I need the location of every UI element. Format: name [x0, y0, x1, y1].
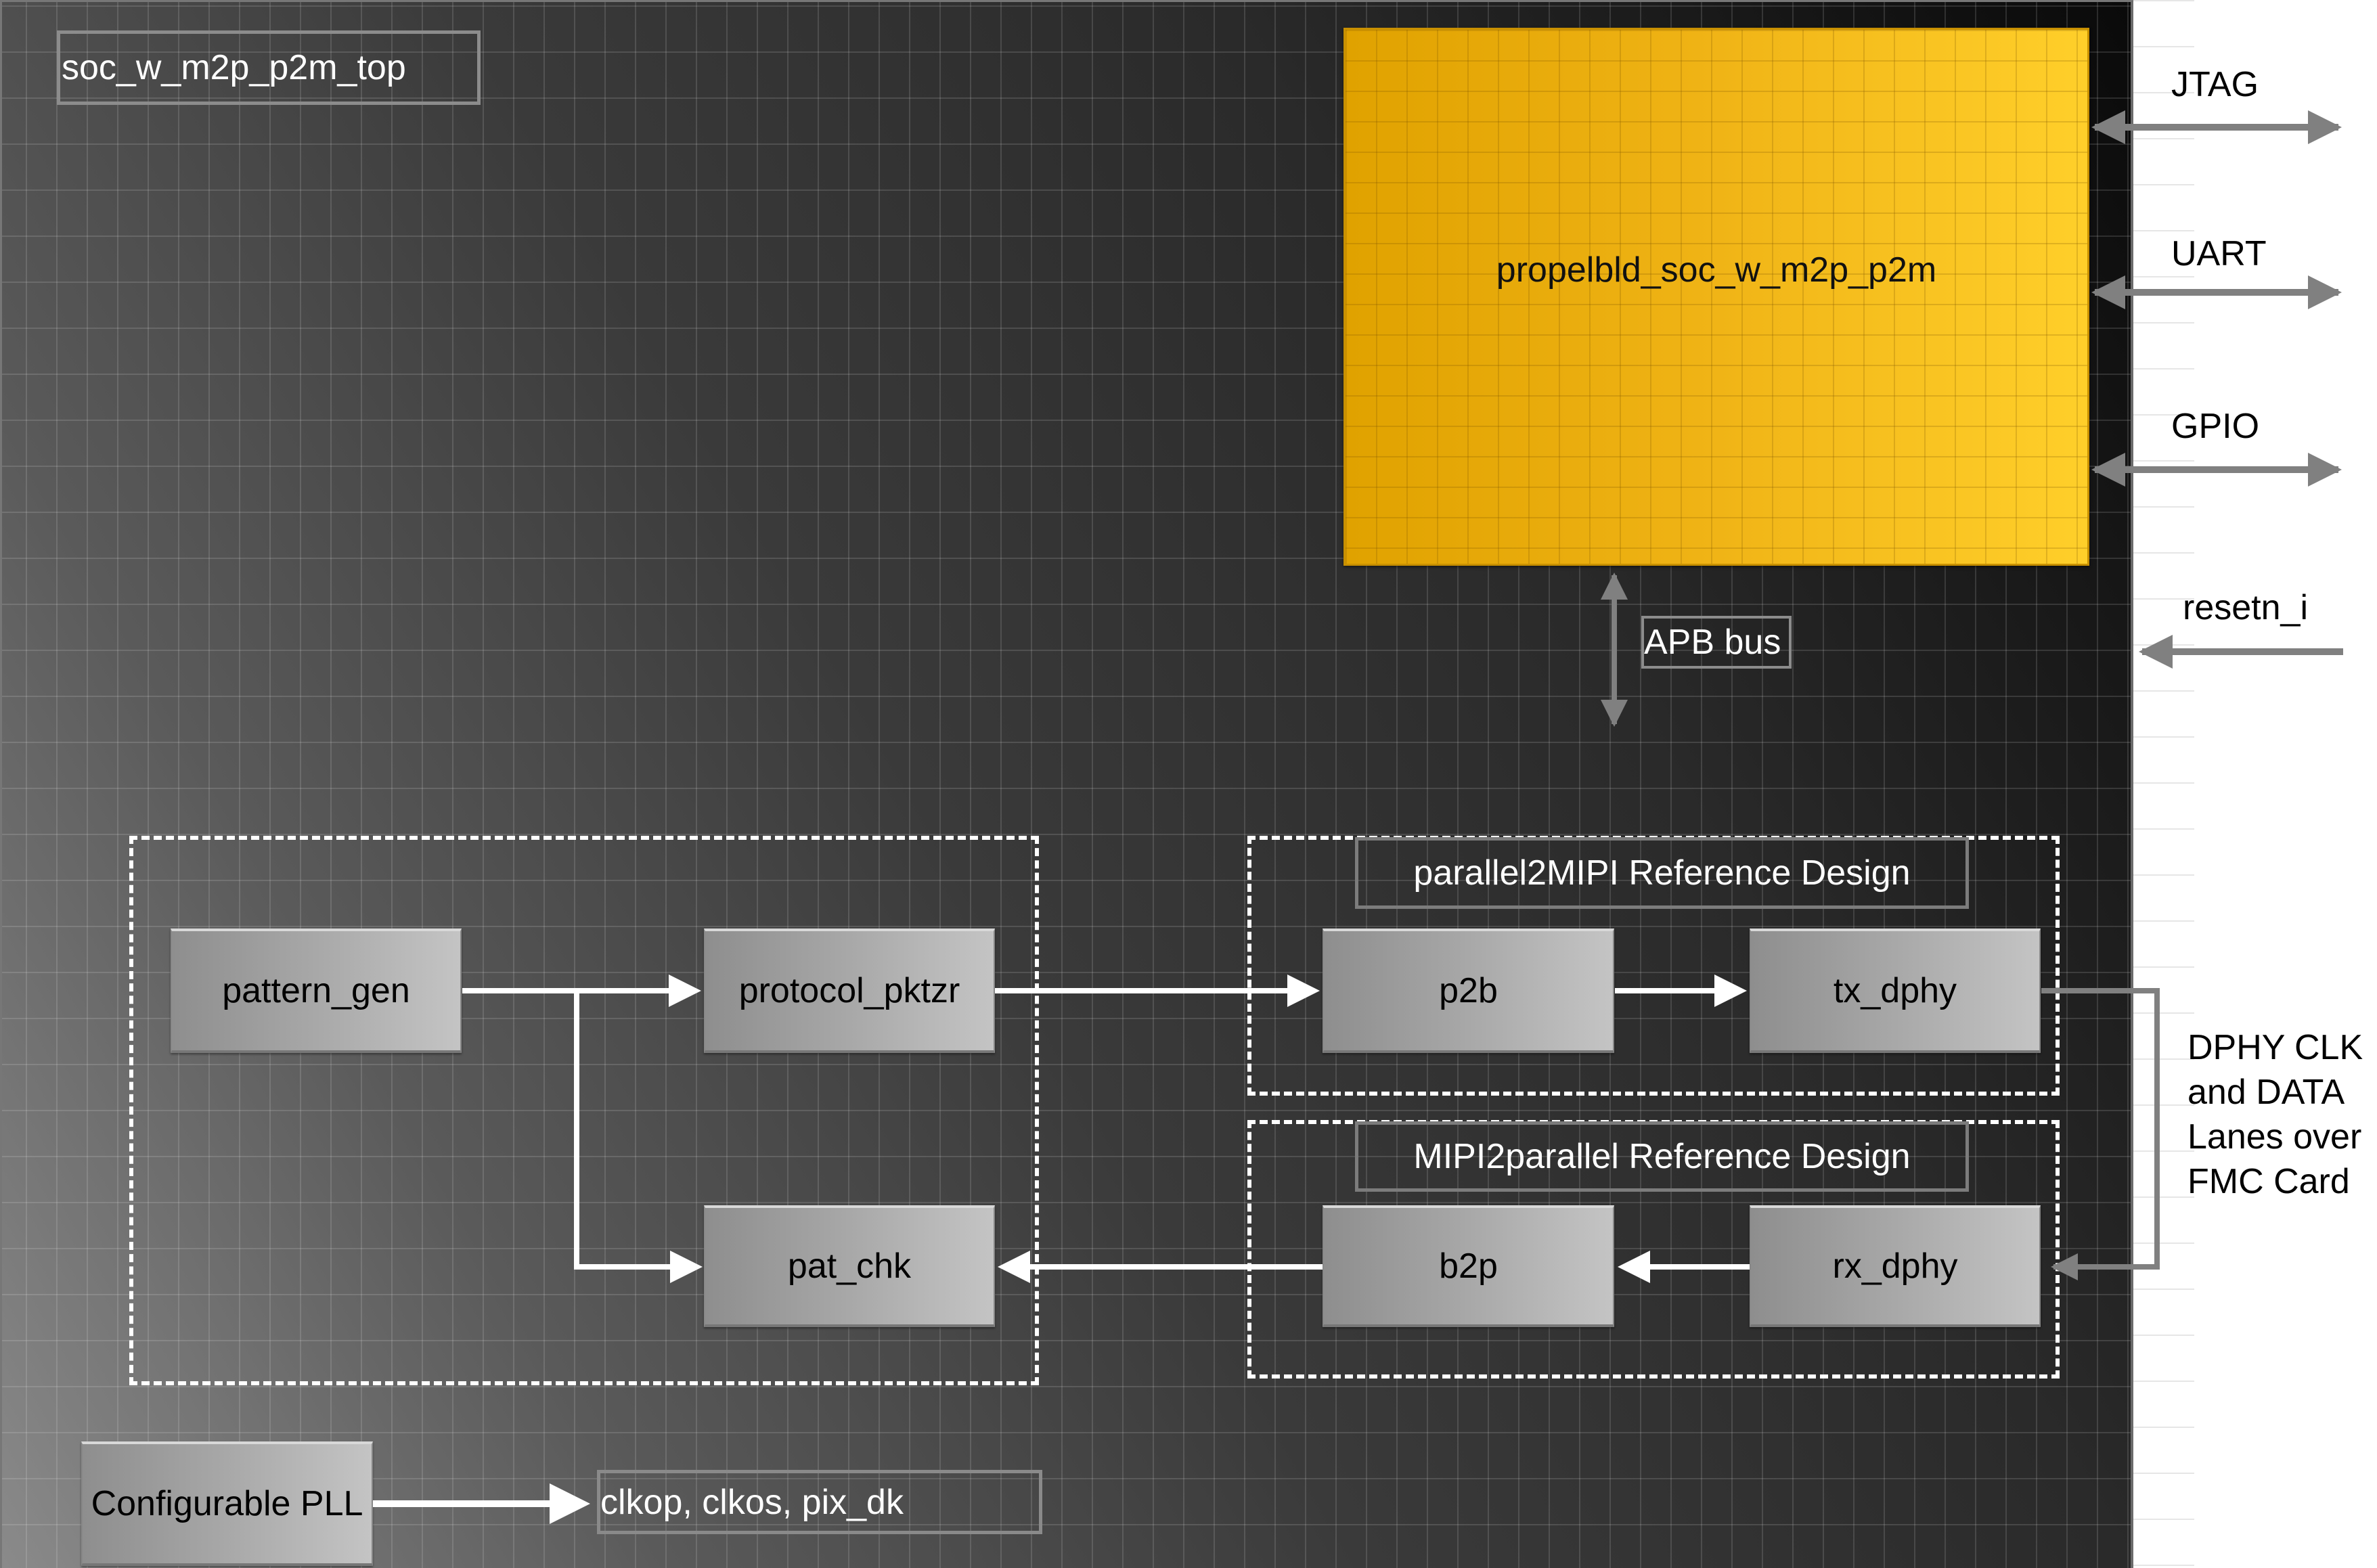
apb-bus-text: APB bus — [1644, 623, 1781, 662]
rx-dphy-label: rx_dphy — [1832, 1246, 1958, 1286]
top-module-name: soc_w_m2p_p2m_top — [62, 48, 406, 87]
pll-block[interactable]: Configurable PLL — [81, 1441, 373, 1566]
uart-label: UART — [2171, 234, 2267, 273]
rx-dphy-block[interactable]: rx_dphy — [1750, 1205, 2041, 1327]
pat-chk-label: pat_chk — [787, 1246, 912, 1286]
resetn-label: resetn_i — [2183, 588, 2308, 627]
tx-dphy-block[interactable]: tx_dphy — [1750, 928, 2041, 1053]
loopback-label: DPHY CLK and DATA Lanes over FMC Card — [2187, 1028, 2363, 1201]
processor-grid — [1346, 30, 2087, 564]
protocol-pktzr-label: protocol_pktzr — [738, 970, 960, 1010]
tx-dphy-label: tx_dphy — [1833, 970, 1957, 1010]
pll-label: Configurable PLL — [91, 1483, 363, 1523]
m2p-design-title: MIPI2parallel Reference Design — [1355, 1121, 1969, 1192]
p2b-block[interactable]: p2b — [1323, 928, 1614, 1053]
test-group-boundary — [129, 836, 1039, 1385]
processor-label: propelbld_soc_w_m2p_p2m — [1496, 250, 1937, 290]
p2m-design-title: parallel2MIPI Reference Design — [1355, 837, 1969, 909]
b2p-label: b2p — [1439, 1246, 1498, 1286]
m2p-design-title-text: MIPI2parallel Reference Design — [1413, 1137, 1911, 1176]
outer-canvas-grid — [2133, 0, 2194, 1568]
pat-chk-block[interactable]: pat_chk — [704, 1205, 995, 1327]
pll-outputs-text: clkop, clkos, pix_dk — [600, 1482, 904, 1522]
protocol-pktzr-block[interactable]: protocol_pktzr — [704, 928, 995, 1053]
processor-block[interactable]: propelbld_soc_w_m2p_p2m — [1343, 28, 2089, 566]
pattern-gen-label: pattern_gen — [222, 970, 410, 1010]
pll-outputs-label: clkop, clkos, pix_dk — [597, 1470, 1042, 1534]
pattern-gen-block[interactable]: pattern_gen — [171, 928, 462, 1053]
gpio-label: GPIO — [2171, 407, 2260, 446]
p2m-design-title-text: parallel2MIPI Reference Design — [1413, 853, 1911, 893]
top-module-label: soc_w_m2p_p2m_top — [57, 30, 481, 105]
b2p-block[interactable]: b2p — [1323, 1205, 1614, 1327]
jtag-label: JTAG — [2171, 65, 2259, 104]
apb-bus-label: APB bus — [1641, 616, 1792, 669]
p2b-label: p2b — [1439, 970, 1498, 1010]
